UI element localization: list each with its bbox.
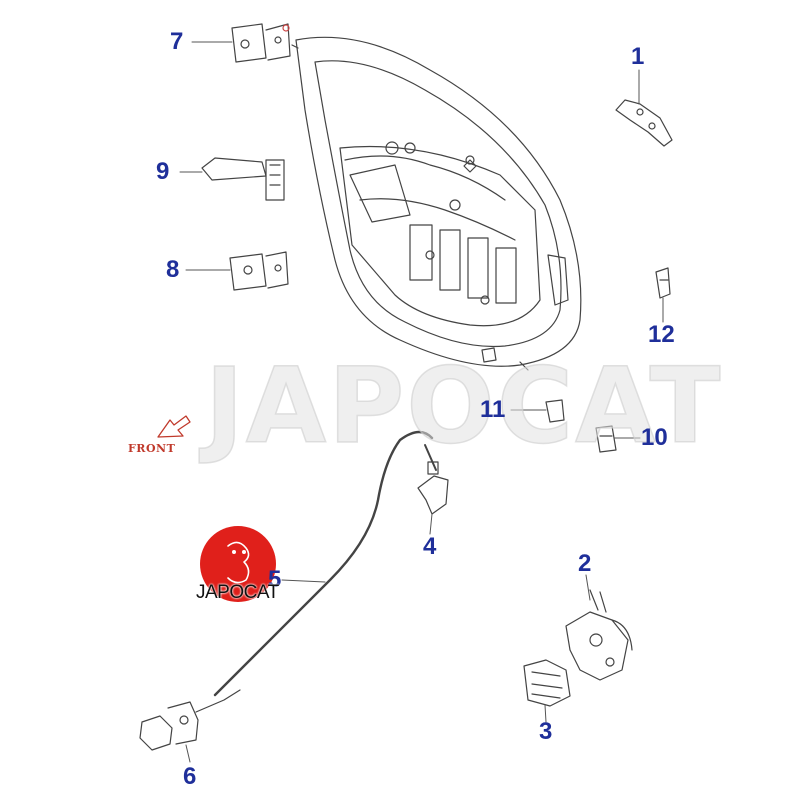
part-8-hinge — [229, 251, 289, 291]
callout-8: 8 — [166, 256, 180, 283]
callout-12: 12 — [648, 321, 675, 348]
front-arrow-icon — [157, 415, 191, 438]
callout-6: 6 — [183, 763, 197, 790]
tailgate-panel — [291, 36, 582, 371]
callout-10: 10 — [641, 424, 668, 451]
front-label: FRONT — [128, 442, 176, 455]
part-5-cable — [213, 430, 439, 697]
leader-lines — [179, 41, 664, 763]
part-6-release-handle — [139, 689, 241, 751]
callout-1: 1 — [631, 43, 645, 70]
watermark-text: JAPOCAT — [204, 344, 723, 468]
part-3-actuator — [523, 659, 571, 707]
callout-7: 7 — [170, 28, 184, 55]
callout-9: 9 — [156, 158, 170, 185]
part-11-clip — [545, 399, 565, 423]
part-12-bracket — [655, 267, 671, 299]
callout-5: 5 — [268, 566, 282, 593]
logo-text: JAPOCAT — [196, 582, 279, 603]
logo-badge — [200, 526, 276, 602]
callout-4: 4 — [423, 533, 437, 560]
part-2-latch — [565, 589, 633, 681]
part-7-hinge — [231, 23, 291, 63]
part-10-clip — [595, 425, 617, 453]
part-9-door-check — [201, 157, 285, 201]
callout-2: 2 — [578, 550, 592, 577]
callout-3: 3 — [539, 718, 553, 745]
part-1-handle — [615, 99, 673, 147]
part-4-clamp — [417, 475, 449, 515]
callout-11: 11 — [480, 396, 506, 423]
